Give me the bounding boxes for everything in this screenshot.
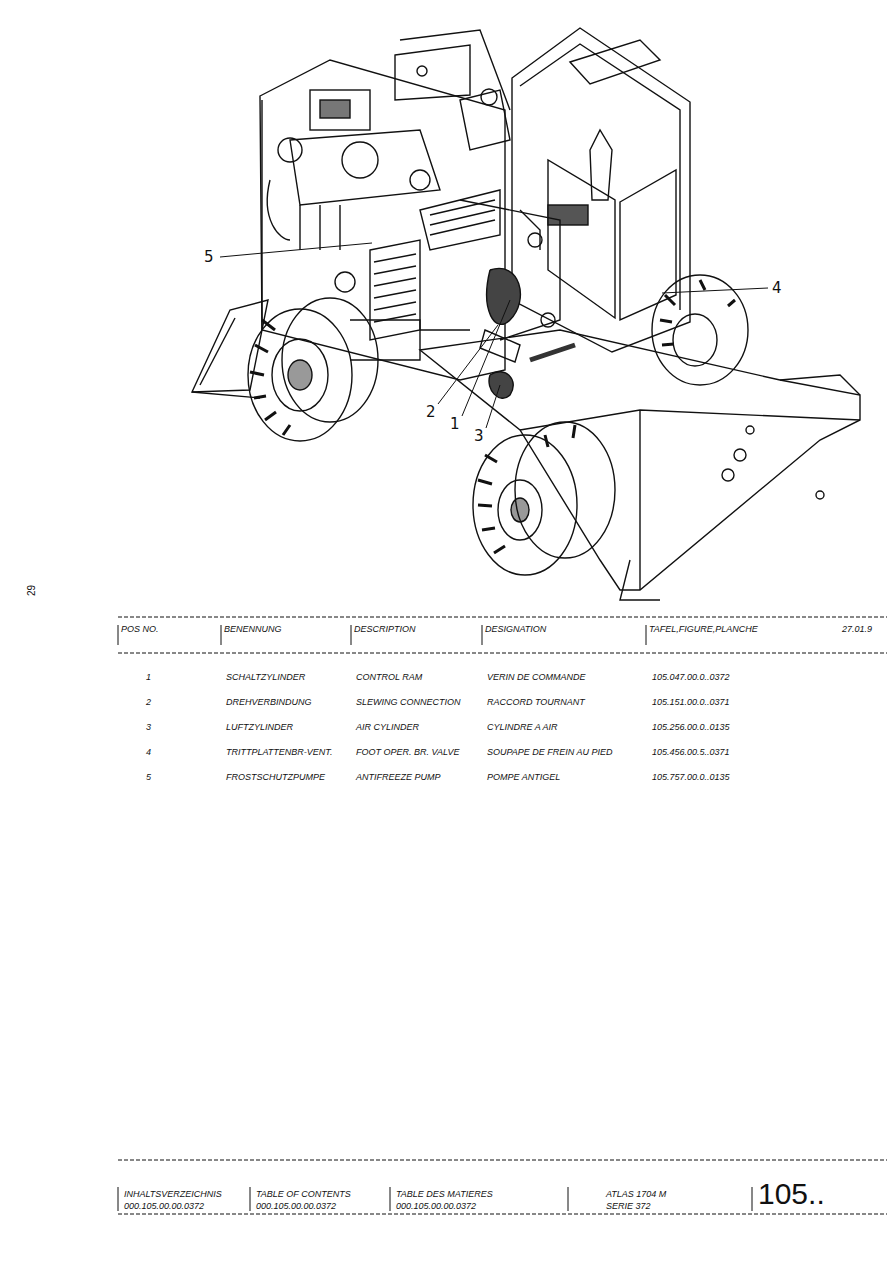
pos-cell: 4	[146, 747, 151, 758]
name-cell: SLEWING CONNECTION	[356, 697, 461, 708]
footer-text: 000.105.00.00.0372	[396, 1201, 476, 1212]
footer-text: ATLAS 1704 M	[606, 1189, 666, 1200]
callout-number: 5	[204, 249, 214, 265]
name-cell: CYLINDRE A AIR	[487, 722, 558, 733]
column-header: BENENNUNG	[224, 624, 282, 635]
footer-text: INHALTSVERZEICHNIS	[124, 1189, 222, 1200]
date-text: 27.01.9	[842, 624, 872, 635]
page-number: 29	[26, 585, 37, 596]
name-cell: CONTROL RAM	[356, 672, 422, 683]
part-number-cell: 105.047.00.0..0372	[652, 672, 730, 683]
part-number-cell: 105.757.00.0..0135	[652, 772, 730, 783]
pos-cell: 2	[146, 697, 151, 708]
pos-cell: 1	[146, 672, 151, 683]
name-cell: TRITTPLATTENBR-VENT.	[226, 747, 333, 758]
name-cell: ANTIFREEZE PUMP	[356, 772, 441, 783]
column-header: POS NO.	[121, 624, 159, 635]
callout-number: 4	[772, 280, 782, 296]
part-number-cell: 105.151.00.0..0371	[652, 697, 730, 708]
column-header: DESCRIPTION	[354, 624, 416, 635]
name-cell: SOUPAPE DE FREIN AU PIED	[487, 747, 613, 758]
name-cell: SCHALTZYLINDER	[226, 672, 305, 683]
pos-cell: 5	[146, 772, 151, 783]
name-cell: FOOT OPER. BR. VALVE	[356, 747, 460, 758]
name-cell: FROSTSCHUTZPUMPE	[226, 772, 325, 783]
name-cell: LUFTZYLINDER	[226, 722, 293, 733]
name-cell: AIR CYLINDER	[356, 722, 419, 733]
name-cell: VERIN DE COMMANDE	[487, 672, 586, 683]
callout-number: 3	[474, 428, 484, 444]
pos-cell: 3	[146, 722, 151, 733]
footer-text: 000.105.00.00.0372	[256, 1201, 336, 1212]
section-number: 105..	[758, 1178, 825, 1210]
name-cell: RACCORD TOURNANT	[487, 697, 585, 708]
footer-text: 000.105.00.00.0372	[124, 1201, 204, 1212]
name-cell: POMPE ANTIGEL	[487, 772, 560, 783]
column-header: DESIGNATION	[485, 624, 546, 635]
footer-text: TABLE OF CONTENTS	[256, 1189, 351, 1200]
column-header: TAFEL,FIGURE,PLANCHE	[649, 624, 758, 635]
footer-text: SERIE 372	[606, 1201, 651, 1212]
callout-number: 2	[426, 404, 436, 420]
name-cell: DREHVERBINDUNG	[226, 697, 312, 708]
part-number-cell: 105.456.00.5..0371	[652, 747, 730, 758]
callout-number: 1	[450, 416, 460, 432]
footer-text: TABLE DES MATIERES	[396, 1189, 493, 1200]
part-number-cell: 105.256.00.0..0135	[652, 722, 730, 733]
